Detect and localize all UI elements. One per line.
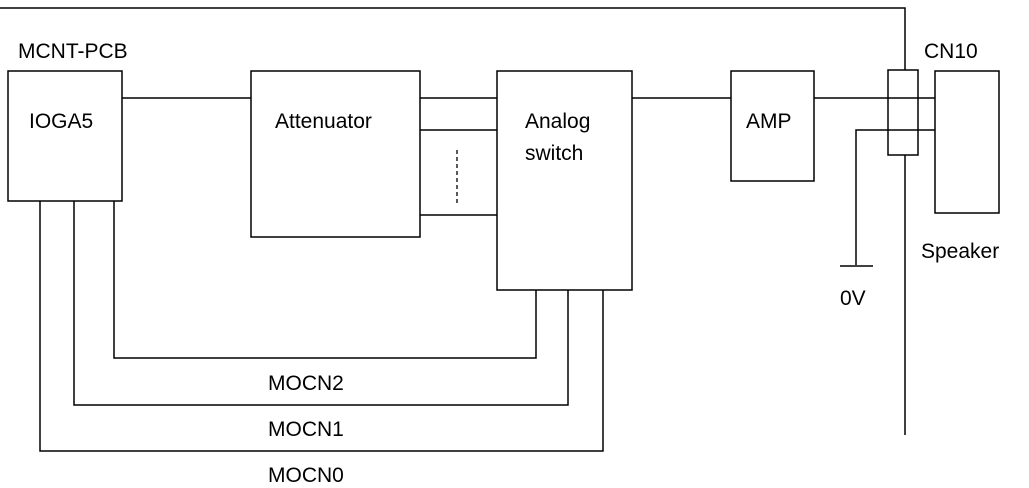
ioga5-block bbox=[7, 70, 123, 202]
speaker-ground-wire bbox=[855, 129, 935, 265]
mocn2-wire bbox=[113, 201, 537, 359]
mocn1-label: MOCN1 bbox=[268, 418, 344, 441]
board-label: MCNT-PCB bbox=[18, 40, 128, 63]
amp-label: AMP bbox=[746, 110, 792, 133]
top-frame-wire bbox=[0, 7, 906, 70]
analog-switch-label-line1: Analog bbox=[525, 110, 590, 133]
ground-label: 0V bbox=[840, 287, 866, 310]
attenuator-label: Attenuator bbox=[275, 110, 372, 133]
amp-block bbox=[730, 70, 815, 182]
mocn0-wire bbox=[39, 201, 604, 452]
mocn1-wire bbox=[73, 201, 569, 406]
mocn2-label: MOCN2 bbox=[268, 372, 344, 395]
mocn0-label: MOCN0 bbox=[268, 464, 344, 487]
speaker-block bbox=[934, 70, 1000, 214]
attenuator-block bbox=[250, 70, 421, 238]
analog-switch-block bbox=[496, 70, 633, 291]
ioga5-label: IOGA5 bbox=[29, 110, 93, 133]
connector-label: CN10 bbox=[924, 40, 978, 63]
speaker-label: Speaker bbox=[921, 240, 999, 263]
connector-block bbox=[887, 69, 919, 156]
analog-switch-label-line2: switch bbox=[525, 142, 583, 165]
